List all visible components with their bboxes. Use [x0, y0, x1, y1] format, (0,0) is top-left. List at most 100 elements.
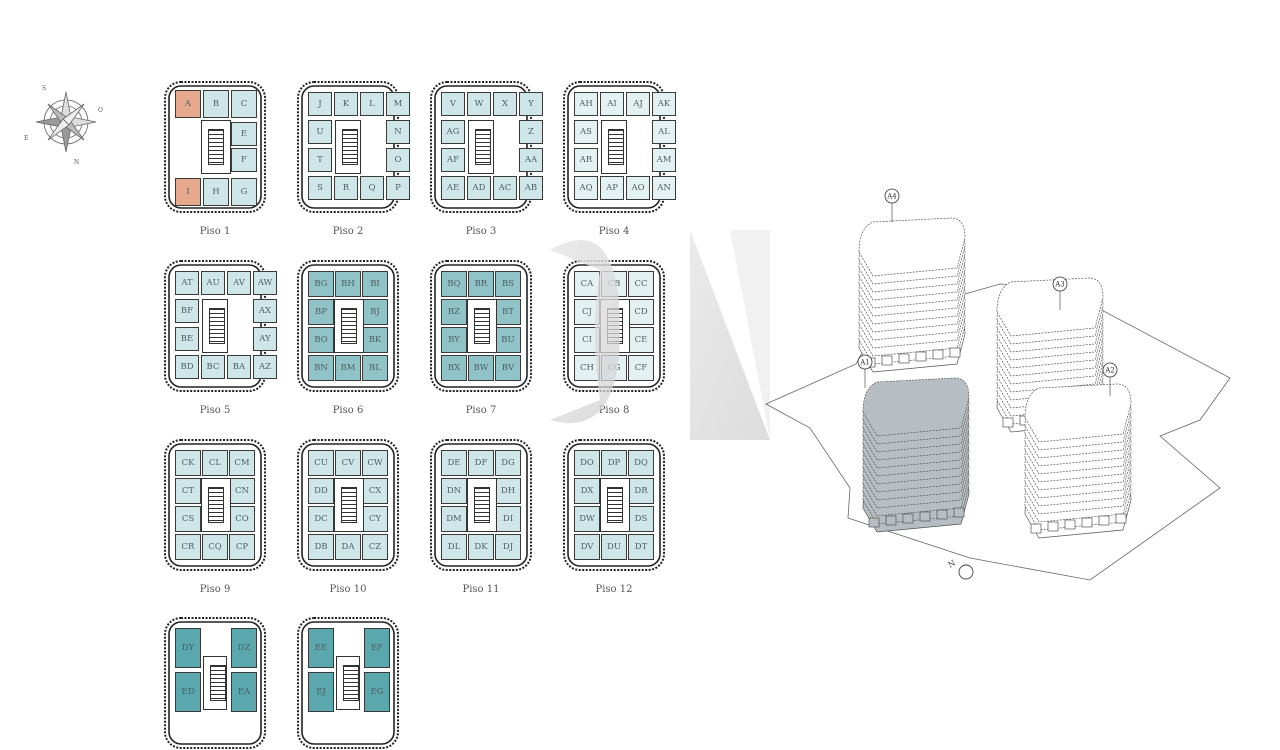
unit-an[interactable]: AN [652, 176, 676, 200]
unit-cx[interactable]: CX [362, 478, 388, 504]
unit-y[interactable]: Y [519, 92, 543, 116]
unit-de[interactable]: DE [441, 450, 467, 476]
unit-ch[interactable]: CH [574, 355, 600, 381]
unit-az[interactable]: AZ [253, 355, 277, 379]
floor-label[interactable]: Piso 8 [598, 405, 630, 416]
unit-bk[interactable]: BK [362, 327, 388, 353]
unit-ax[interactable]: AX [253, 299, 277, 323]
unit-ap[interactable]: AP [600, 176, 624, 200]
unit-bd[interactable]: BD [175, 355, 199, 379]
building-a4[interactable] [858, 217, 966, 373]
unit-r[interactable]: R [334, 176, 358, 200]
unit-ab[interactable]: AB [519, 176, 543, 200]
unit-bu[interactable]: BU [495, 327, 521, 353]
unit-ba[interactable]: BA [227, 355, 251, 379]
unit-cd[interactable]: CD [628, 299, 654, 325]
floor-label[interactable]: Piso 1 [199, 226, 231, 237]
unit-af[interactable]: AF [441, 148, 465, 172]
unit-aq[interactable]: AQ [574, 176, 598, 200]
unit-as[interactable]: AS [574, 120, 598, 144]
unit-w[interactable]: W [467, 92, 491, 116]
unit-ej[interactable]: EJ [308, 672, 334, 712]
unit-bv[interactable]: BV [495, 355, 521, 381]
unit-aa[interactable]: AA [519, 148, 543, 172]
building-a1[interactable] [862, 377, 970, 533]
unit-bo[interactable]: BO [308, 327, 334, 353]
unit-ak[interactable]: AK [652, 92, 676, 116]
unit-ce[interactable]: CE [628, 327, 654, 353]
unit-dk[interactable]: DK [468, 534, 494, 560]
unit-bz[interactable]: BZ [441, 299, 467, 325]
unit-ay[interactable]: AY [253, 327, 277, 351]
unit-bt[interactable]: BT [495, 299, 521, 325]
unit-n[interactable]: N [386, 120, 410, 144]
floor-label[interactable]: Piso 7 [465, 405, 497, 416]
unit-aj[interactable]: AJ [626, 92, 650, 116]
unit-bh[interactable]: BH [335, 271, 361, 297]
unit-am[interactable]: AM [652, 148, 676, 172]
unit-cp[interactable]: CP [229, 534, 255, 560]
unit-bl[interactable]: BL [362, 355, 388, 381]
unit-x[interactable]: X [493, 92, 517, 116]
unit-bq[interactable]: BQ [441, 271, 467, 297]
unit-f[interactable]: F [231, 148, 257, 172]
unit-di[interactable]: DI [495, 506, 521, 532]
unit-db[interactable]: DB [308, 534, 334, 560]
unit-ca[interactable]: CA [574, 271, 600, 297]
unit-do[interactable]: DO [574, 450, 600, 476]
unit-cu[interactable]: CU [308, 450, 334, 476]
unit-av[interactable]: AV [227, 271, 251, 295]
floor-label[interactable]: Piso 10 [329, 584, 367, 595]
unit-ah[interactable]: AH [574, 92, 598, 116]
floor-label[interactable]: Piso 11 [462, 584, 500, 595]
unit-o[interactable]: O [386, 148, 410, 172]
unit-ef[interactable]: EF [364, 628, 390, 668]
unit-bc[interactable]: BC [201, 355, 225, 379]
unit-be[interactable]: BE [175, 327, 199, 351]
unit-aw[interactable]: AW [253, 271, 277, 295]
unit-df[interactable]: DF [468, 450, 494, 476]
unit-s[interactable]: S [308, 176, 332, 200]
building-tag-a1[interactable]: A1 [857, 354, 873, 388]
floor-label[interactable]: Piso 5 [199, 405, 231, 416]
unit-dq[interactable]: DQ [628, 450, 654, 476]
unit-bs[interactable]: BS [495, 271, 521, 297]
unit-dc[interactable]: DC [308, 506, 334, 532]
unit-dm[interactable]: DM [441, 506, 467, 532]
unit-h[interactable]: H [203, 178, 229, 206]
unit-cc[interactable]: CC [628, 271, 654, 297]
unit-ag[interactable]: AG [441, 120, 465, 144]
floor-label[interactable]: Piso 3 [465, 226, 497, 237]
unit-dp[interactable]: DP [601, 450, 627, 476]
unit-dz[interactable]: DZ [231, 628, 257, 668]
floor-label[interactable]: Piso 4 [598, 226, 630, 237]
building-tag-a3[interactable]: A3 [1052, 276, 1068, 310]
unit-cm[interactable]: CM [229, 450, 255, 476]
unit-ao[interactable]: AO [626, 176, 650, 200]
unit-cs[interactable]: CS [175, 506, 201, 532]
unit-cz[interactable]: CZ [362, 534, 388, 560]
unit-by[interactable]: BY [441, 327, 467, 353]
unit-al[interactable]: AL [652, 120, 676, 144]
unit-ck[interactable]: CK [175, 450, 201, 476]
unit-a[interactable]: A [175, 90, 201, 118]
unit-bw[interactable]: BW [468, 355, 494, 381]
unit-v[interactable]: V [441, 92, 465, 116]
floor-label[interactable]: Piso 6 [332, 405, 364, 416]
unit-ar[interactable]: AR [574, 148, 598, 172]
unit-q[interactable]: Q [360, 176, 384, 200]
unit-e[interactable]: E [231, 122, 257, 146]
unit-l[interactable]: L [360, 92, 384, 116]
unit-b[interactable]: B [203, 90, 229, 118]
unit-bn[interactable]: BN [308, 355, 334, 381]
unit-dt[interactable]: DT [628, 534, 654, 560]
unit-cl[interactable]: CL [202, 450, 228, 476]
unit-z[interactable]: Z [519, 120, 543, 144]
unit-ae[interactable]: AE [441, 176, 465, 200]
unit-m[interactable]: M [386, 92, 410, 116]
unit-bx[interactable]: BX [441, 355, 467, 381]
unit-cj[interactable]: CJ [574, 299, 600, 325]
unit-u[interactable]: U [308, 120, 332, 144]
unit-cr[interactable]: CR [175, 534, 201, 560]
unit-ed[interactable]: ED [175, 672, 201, 712]
